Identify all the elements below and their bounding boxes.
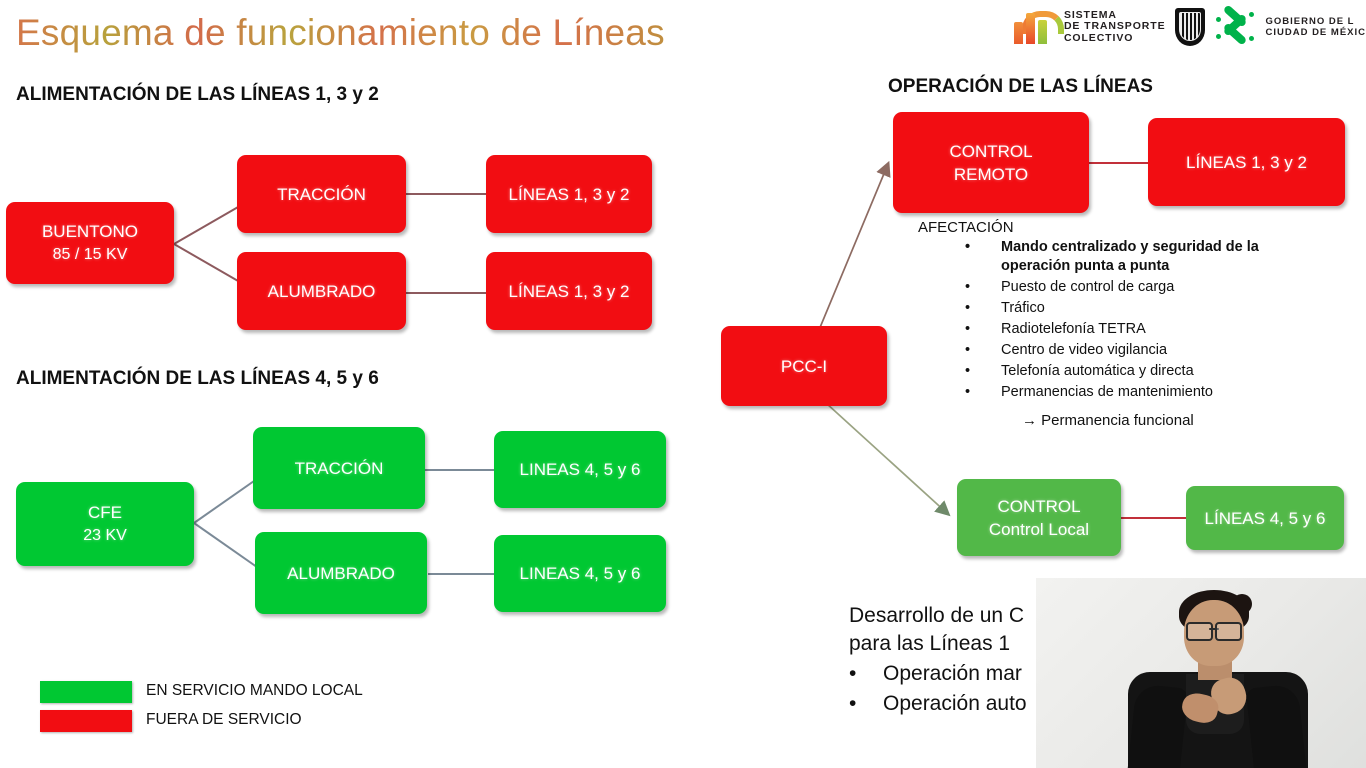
afectacion-label: AFECTACIÓN bbox=[918, 219, 1014, 236]
box-control-remoto[interactable]: CONTROL REMOTO bbox=[893, 112, 1089, 213]
bullet-glyph: • bbox=[965, 342, 971, 358]
box-buentono-line2: 85 / 15 KV bbox=[52, 246, 128, 263]
bullet-glyph: • bbox=[849, 692, 857, 715]
bottom-line-1: Desarrollo de un C bbox=[849, 604, 1025, 627]
list-item: • Puesto de control de carga bbox=[965, 278, 1305, 297]
list-item: • Telefonía automática y directa bbox=[965, 362, 1305, 381]
list-item-label: Permanencias de mantenimiento bbox=[1001, 384, 1213, 400]
heading-alimentacion-123: ALIMENTACIÓN DE LAS LÍNEAS 1, 3 y 2 bbox=[16, 84, 379, 105]
legend: EN SERVICIO MANDO LOCAL FUERA DE SERVICI… bbox=[40, 681, 363, 739]
bottom-description: Desarrollo de un C para las Líneas 1 • O… bbox=[849, 602, 1179, 718]
list-item: • Permanencias de mantenimiento bbox=[965, 383, 1305, 402]
metro-m-icon bbox=[1013, 10, 1064, 44]
box-control-local-line1: CONTROL bbox=[997, 496, 1081, 516]
logo-bar: SISTEMA DE TRANSPORTE COLECTIVO GOBIERNO… bbox=[1013, 2, 1366, 52]
box-lineas-123-operacion[interactable]: LÍNEAS 1, 3 y 2 bbox=[1148, 118, 1345, 206]
box-lineas-123-alumbrado[interactable]: LÍNEAS 1, 3 y 2 bbox=[486, 252, 652, 330]
connector-buentono-alumbrado bbox=[173, 243, 246, 286]
permanencia-funcional-note: → Permanencia funcional bbox=[1022, 412, 1194, 429]
heading-operacion-lineas: OPERACIÓN DE LAS LÍNEAS bbox=[888, 76, 1153, 97]
bottom-line-2: para las Líneas 1 bbox=[849, 632, 1011, 655]
legend-label-fuera-servicio: FUERA DE SERVICIO bbox=[146, 711, 302, 728]
legend-item-en-servicio: EN SERVICIO MANDO LOCAL bbox=[40, 681, 363, 703]
bullet-glyph: • bbox=[965, 363, 971, 379]
box-alumbrado-green[interactable]: ALUMBRADO bbox=[255, 532, 427, 614]
stc-line3: COLECTIVO bbox=[1063, 31, 1134, 44]
connector-cfe-traccion bbox=[193, 476, 261, 524]
list-item: • Operación mar bbox=[849, 660, 1179, 688]
bullet-glyph: • bbox=[965, 321, 971, 337]
heading-alimentacion-456: ALIMENTACIÓN DE LAS LÍNEAS 4, 5 y 6 bbox=[16, 368, 379, 389]
legend-label-en-servicio: EN SERVICIO MANDO LOCAL bbox=[146, 682, 363, 699]
box-control-local[interactable]: CONTROL Control Local bbox=[957, 479, 1121, 556]
bullet-glyph: • bbox=[849, 662, 857, 685]
list-item: • Operación auto bbox=[849, 690, 1179, 718]
list-item-label: Telefonía automática y directa bbox=[1001, 363, 1194, 379]
bullet-glyph: • bbox=[965, 239, 971, 255]
list-item-label: Operación mar bbox=[883, 662, 1022, 685]
box-control-remoto-line1: CONTROL bbox=[949, 141, 1033, 161]
box-lineas-456-traccion[interactable]: LINEAS 4, 5 y 6 bbox=[494, 431, 666, 508]
box-cfe[interactable]: CFE 23 KV bbox=[16, 482, 194, 566]
stc-logo: SISTEMA DE TRANSPORTE COLECTIVO bbox=[1013, 8, 1166, 45]
arrow-pcc-to-control-local bbox=[825, 402, 951, 517]
bullet-glyph: • bbox=[965, 300, 971, 316]
connector-control-remoto-lineas123 bbox=[1088, 162, 1150, 164]
interpreter-hair-bun bbox=[1232, 594, 1252, 614]
box-cfe-line1: CFE bbox=[88, 503, 122, 522]
connector-alumbrado-lineas123 bbox=[406, 292, 486, 294]
glasses-icon bbox=[1186, 622, 1242, 641]
cdmx-line1: GOBIERNO DE L bbox=[1265, 16, 1355, 27]
list-item-label: Puesto de control de carga bbox=[1001, 279, 1175, 295]
stc-line1: SISTEMA bbox=[1063, 8, 1117, 21]
list-item-label: Operación auto bbox=[883, 692, 1027, 715]
interpreter-face bbox=[1184, 600, 1244, 666]
list-item-label: Mando centralizado y seguridad de la ope… bbox=[1001, 239, 1259, 274]
connector-alumbrado-lineas456 bbox=[428, 573, 496, 575]
connector-control-local-lineas456 bbox=[1120, 517, 1186, 519]
list-item: • Tráfico bbox=[965, 299, 1305, 318]
box-control-remoto-line2: REMOTO bbox=[953, 164, 1029, 184]
connector-traccion-lineas456 bbox=[425, 469, 495, 471]
box-lineas-456-operacion[interactable]: LÍNEAS 4, 5 y 6 bbox=[1186, 486, 1344, 550]
cdmx-logo-text: GOBIERNO DE L CIUDAD DE MÉXIC bbox=[1265, 16, 1366, 38]
box-pcc-i[interactable]: PCC-I bbox=[721, 326, 887, 406]
list-item: • Radiotelefonía TETRA bbox=[965, 320, 1305, 339]
stc-line2: DE TRANSPORTE bbox=[1063, 20, 1166, 33]
page-title: Esquema de funcionamiento de Líneas bbox=[16, 12, 665, 53]
box-lineas-456-alumbrado[interactable]: LINEAS 4, 5 y 6 bbox=[494, 535, 666, 612]
cdmx-logo-icon bbox=[1215, 4, 1255, 46]
list-item: • Mando centralizado y seguridad de la o… bbox=[965, 238, 1305, 276]
connector-traccion-lineas123 bbox=[406, 193, 486, 195]
interpreter-arm-left bbox=[1127, 683, 1189, 768]
list-item-label: Centro de video vigilancia bbox=[1001, 342, 1168, 358]
box-control-local-line2: Control Local bbox=[988, 519, 1090, 539]
box-traccion-green[interactable]: TRACCIÓN bbox=[253, 427, 425, 509]
afectacion-list: • Mando centralizado y seguridad de la o… bbox=[965, 238, 1305, 404]
legend-swatch-red bbox=[40, 710, 132, 732]
stc-logo-text: SISTEMA DE TRANSPORTE COLECTIVO bbox=[1063, 8, 1166, 45]
list-item-label: Tráfico bbox=[1001, 300, 1045, 316]
box-alumbrado-red[interactable]: ALUMBRADO bbox=[237, 252, 406, 330]
box-lineas-123-traccion[interactable]: LÍNEAS 1, 3 y 2 bbox=[486, 155, 652, 233]
bullet-glyph: • bbox=[965, 384, 971, 400]
list-item: • Centro de video vigilancia bbox=[965, 341, 1305, 360]
box-traccion-red[interactable]: TRACCIÓN bbox=[237, 155, 406, 233]
cdmx-line2: CIUDAD DE MÉXIC bbox=[1265, 27, 1366, 38]
bullet-glyph: • bbox=[965, 279, 971, 295]
connector-cfe-alumbrado bbox=[193, 522, 261, 570]
box-buentono-line1: BUENTONO bbox=[41, 222, 139, 241]
list-item-label: Radiotelefonía TETRA bbox=[1001, 321, 1146, 337]
legend-item-fuera-servicio: FUERA DE SERVICIO bbox=[40, 710, 363, 732]
coat-of-arms-icon bbox=[1175, 8, 1206, 46]
sign-language-video-overlay[interactable] bbox=[1036, 578, 1366, 768]
box-cfe-line2: 23 KV bbox=[83, 527, 127, 544]
box-buentono[interactable]: BUENTONO 85 / 15 KV bbox=[6, 202, 174, 284]
legend-swatch-green bbox=[40, 681, 132, 703]
connector-buentono-traccion bbox=[173, 202, 246, 245]
